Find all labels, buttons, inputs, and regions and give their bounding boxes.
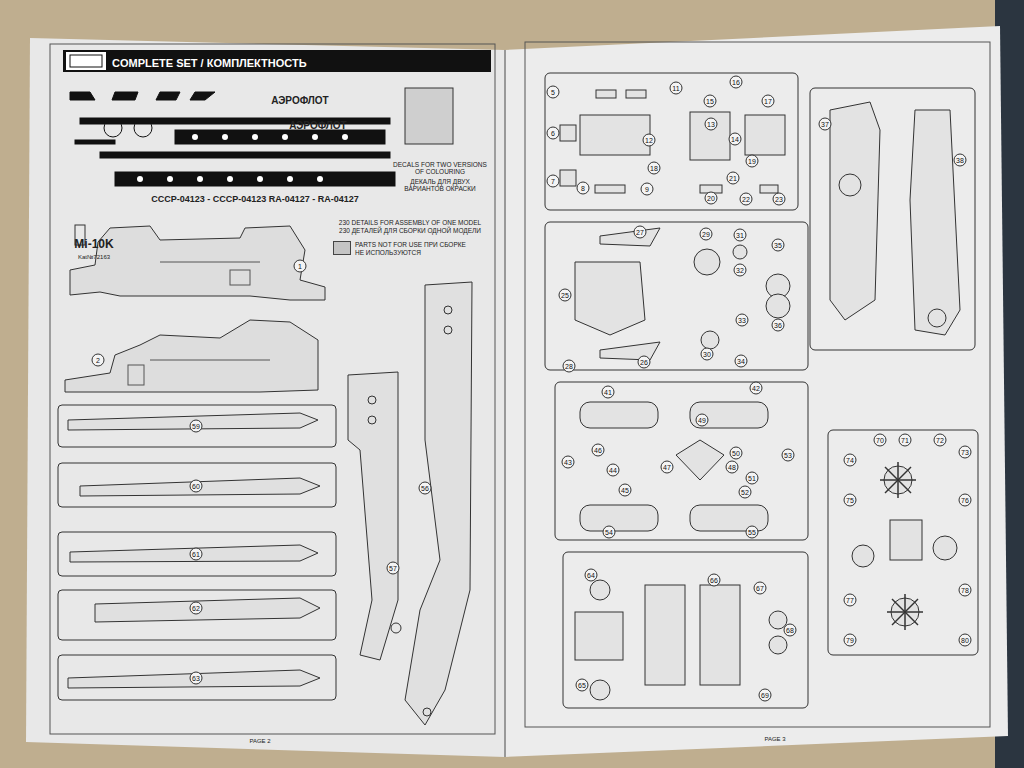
callout-number: 19	[746, 155, 759, 168]
callout-number: 37	[819, 118, 832, 131]
callout-number: 15	[704, 95, 717, 108]
callout-number: 79	[844, 634, 857, 647]
callout-number: 68	[784, 624, 797, 637]
callout-number: 27	[634, 226, 647, 239]
page-text: 230 DETAILS FOR ASSEMBLY OF ONE MODEL	[339, 219, 481, 226]
callout-number: 51	[746, 472, 759, 485]
callout-number: 16	[730, 76, 743, 89]
callout-number: 55	[746, 526, 759, 539]
callout-number: 26	[638, 356, 651, 369]
legend-text: PARTS NOT FOR USE ПРИ СБОРКЕ НЕ ИСПОЛЬЗУ…	[355, 241, 475, 258]
callout-number: 54	[603, 526, 616, 539]
callout-number: 72	[934, 434, 947, 447]
page-text: ДЕКАЛЬ ДЛЯ ДВУХ ВАРИАНТОВ ОКРАСКИ	[390, 178, 490, 192]
callout-number: 17	[762, 95, 775, 108]
callout-number: 75	[844, 494, 857, 507]
callout-number: 64	[585, 569, 598, 582]
callout-number: 60	[190, 480, 203, 493]
callout-number: 48	[726, 461, 739, 474]
page-text: АЭРОФЛОТ	[289, 120, 346, 131]
callout-number: 25	[559, 289, 572, 302]
callout-number: 12	[643, 134, 656, 147]
callout-number: 5	[547, 86, 560, 99]
legend-swatch	[333, 241, 351, 255]
callout-number: 30	[701, 348, 714, 361]
callout-number: 76	[959, 494, 972, 507]
callout-number: 77	[844, 594, 857, 607]
callout-number: 63	[190, 672, 203, 685]
callout-number: 31	[734, 229, 747, 242]
callout-number: 49	[696, 414, 709, 427]
callout-number: 62	[190, 602, 203, 615]
callout-number: 53	[782, 449, 795, 462]
callout-number: 78	[959, 584, 972, 597]
callout-number: 66	[708, 574, 721, 587]
callout-number: 43	[562, 456, 575, 469]
callout-number: 45	[619, 484, 632, 497]
callout-number: 69	[759, 689, 772, 702]
page-title: COMPLETE SET / КОМПЛЕКТНОСТЬ	[112, 57, 307, 69]
callout-number: 21	[727, 172, 740, 185]
callout-number: 33	[736, 314, 749, 327]
callout-number: 1	[294, 260, 307, 273]
callout-number: 65	[576, 679, 589, 692]
callout-number: 6	[547, 127, 560, 140]
callout-number: 9	[641, 183, 654, 196]
legend-row: PARTS NOT FOR USE ПРИ СБОРКЕ НЕ ИСПОЛЬЗУ…	[333, 241, 475, 258]
callout-number: 52	[739, 486, 752, 499]
callout-number: 8	[577, 182, 590, 195]
page-text: Kat№72163	[78, 254, 110, 260]
callout-number: 22	[740, 193, 753, 206]
page-text: PAGE 2	[249, 738, 270, 744]
callout-number: 74	[844, 454, 857, 467]
callout-number: 14	[729, 133, 742, 146]
callout-number: 2	[92, 354, 105, 367]
page-text: АЭРОФЛОТ	[271, 95, 328, 106]
callout-number: 38	[954, 154, 967, 167]
callout-number: 20	[705, 192, 718, 205]
callout-number: 35	[772, 239, 785, 252]
callout-number: 13	[705, 118, 718, 131]
page-text: PAGE 3	[764, 736, 785, 742]
callout-number: 41	[602, 386, 615, 399]
callout-number: 59	[190, 420, 203, 433]
callout-number: 23	[773, 193, 786, 206]
callout-number: 70	[874, 434, 887, 447]
page-text: 230 ДЕТАЛЕЙ ДЛЯ СБОРКИ ОДНОЙ МОДЕЛИ	[339, 227, 481, 234]
callout-number: 32	[734, 264, 747, 277]
callout-number: 7	[547, 175, 560, 188]
callout-number: 47	[661, 461, 674, 474]
callout-number: 57	[387, 562, 400, 575]
page-text: Mi-10K	[74, 237, 113, 251]
callout-number: 80	[959, 634, 972, 647]
callout-number: 44	[607, 464, 620, 477]
callout-number: 56	[419, 482, 432, 495]
callout-number: 42	[750, 382, 763, 395]
callout-number: 67	[754, 582, 767, 595]
callout-number: 36	[772, 319, 785, 332]
callout-number: 34	[735, 355, 748, 368]
callout-number: 73	[959, 446, 972, 459]
callout-number: 61	[190, 548, 203, 561]
callout-number: 11	[670, 82, 683, 95]
callout-number: 46	[592, 444, 605, 457]
callout-number: 28	[563, 360, 576, 373]
callout-number: 71	[899, 434, 912, 447]
page-text: DECALS FOR TWO VERSIONS OF COLOURING	[390, 161, 490, 175]
callout-number: 29	[700, 228, 713, 241]
callout-number: 18	[648, 162, 661, 175]
callout-number: 50	[730, 447, 743, 460]
page-text: СССР-04123 - СССР-04123 RA-04127 - RA-04…	[151, 194, 359, 204]
